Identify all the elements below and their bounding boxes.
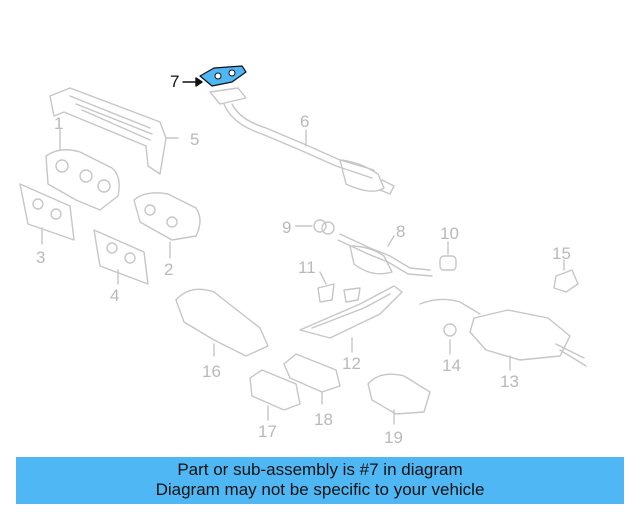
part-9-clamp[interactable]: [313, 219, 335, 235]
caption-line-part-reference: Part or sub-assembly is #7 in diagram: [177, 460, 463, 479]
diagram-caption-banner: Part or sub-assembly is #7 in diagram Di…: [16, 457, 624, 504]
callout-13: 13: [500, 372, 519, 391]
diagram-drawing: [19, 65, 587, 425]
exhaust-parts-diagram: 1 2 3 4 5 6 7 8 9 10 11 12 13 14 15 16 1…: [19, 65, 587, 447]
callout-5: 5: [190, 130, 200, 149]
leader-11: [319, 271, 327, 285]
callout-16: 16: [202, 362, 221, 381]
callout-3: 3: [36, 248, 46, 267]
part-10-clamp[interactable]: [439, 255, 457, 271]
part-2-exhaust-manifold[interactable]: [133, 192, 201, 241]
part-19-heat-shield[interactable]: [367, 373, 431, 415]
leader-8: [387, 235, 395, 247]
part-17-heat-shield[interactable]: [249, 369, 301, 411]
callout-10: 10: [440, 224, 459, 243]
callout-17: 17: [258, 422, 277, 441]
leader-7: [182, 77, 203, 87]
callout-19: 19: [384, 428, 403, 447]
part-14-hanger-ring[interactable]: [443, 323, 457, 337]
callout-1: 1: [54, 114, 64, 133]
part-11-hanger[interactable]: [317, 283, 361, 303]
callout-9: 9: [282, 218, 292, 237]
caption-line-disclaimer: Diagram may not be specific to your vehi…: [155, 480, 485, 499]
part-8-intermediate-pipe[interactable]: [337, 233, 433, 277]
callout-18: 18: [314, 410, 333, 429]
part-6-front-pipe[interactable]: [209, 87, 395, 195]
part-16-heat-shield[interactable]: [175, 288, 269, 357]
callout-12: 12: [342, 354, 361, 373]
part-18-heat-shield[interactable]: [283, 353, 341, 393]
part-13-rear-muffler[interactable]: [419, 298, 587, 367]
callout-7: 7: [170, 72, 180, 91]
callout-6: 6: [300, 112, 310, 131]
part-12-heat-shield[interactable]: [299, 285, 403, 339]
callout-2: 2: [164, 260, 174, 279]
callout-11: 11: [298, 258, 316, 277]
part-3-manifold-gasket[interactable]: [19, 183, 75, 241]
part-4-manifold-gasket[interactable]: [93, 229, 149, 285]
part-5-heat-shield[interactable]: [49, 87, 167, 175]
part-7-flange-gasket[interactable]: [199, 65, 247, 87]
callout-15: 15: [552, 244, 571, 263]
part-15-bracket[interactable]: [553, 269, 579, 293]
callout-4: 4: [110, 286, 120, 305]
callout-14: 14: [442, 356, 461, 375]
part-1-exhaust-manifold[interactable]: [45, 149, 120, 211]
callout-8: 8: [396, 222, 406, 241]
